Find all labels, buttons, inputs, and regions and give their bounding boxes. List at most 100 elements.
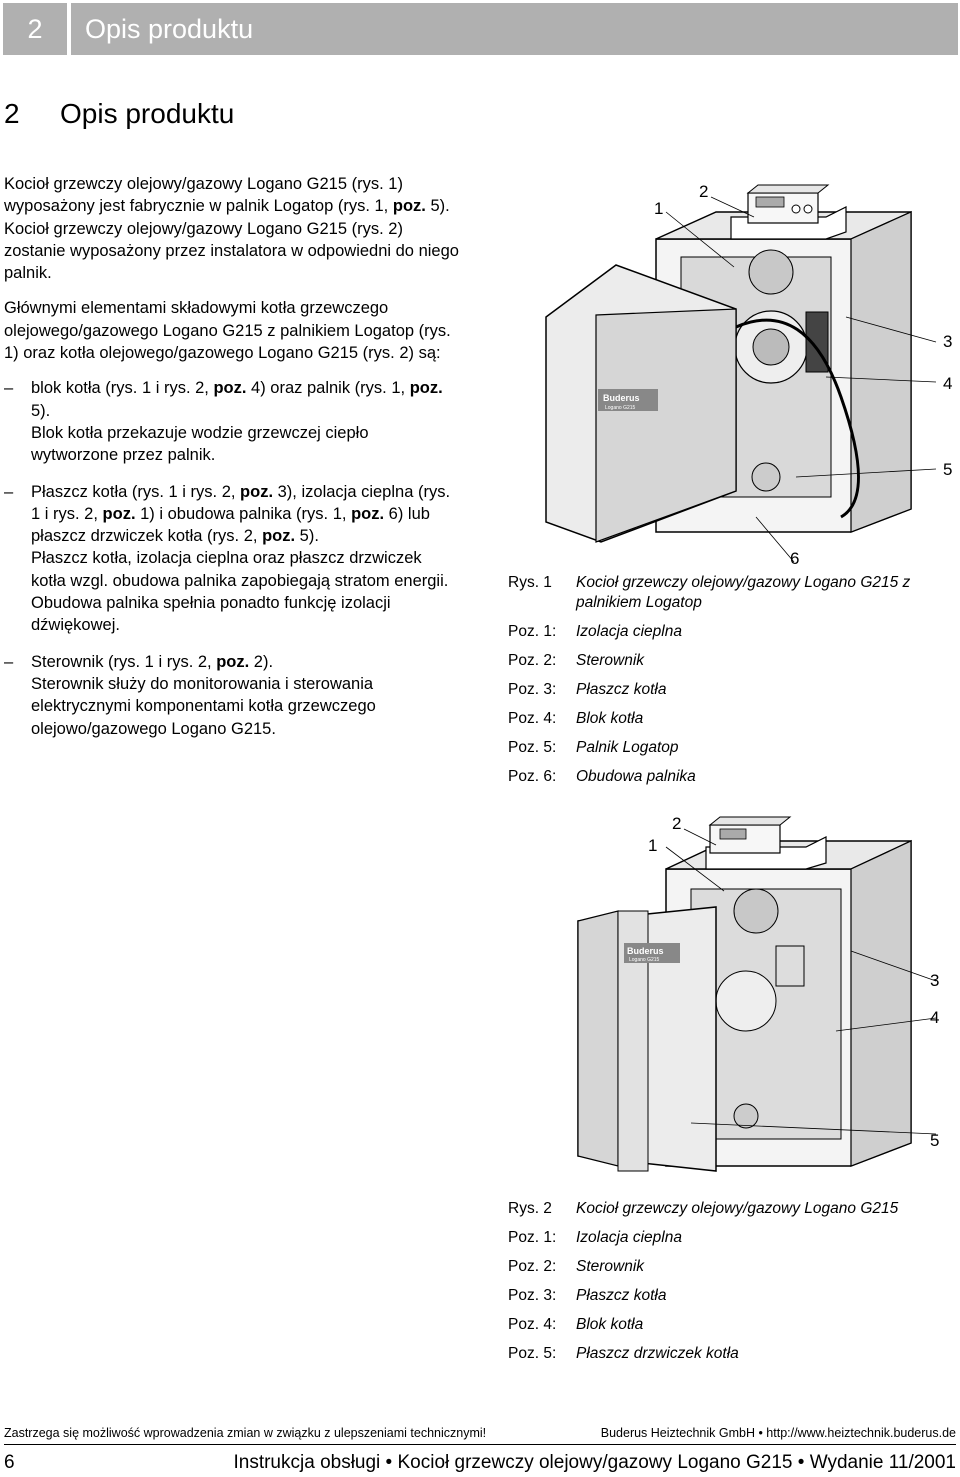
bullet-line: 5). [295,527,319,546]
figure1-label-1: 1 [654,199,664,218]
figure2-label-3: 3 [930,971,940,990]
caption-key: Poz. 4: [508,710,557,727]
caption-row: Poz. 4: Blok kotła [508,709,956,729]
bullet-description: Sterownik służy do monitorowania i stero… [31,674,376,738]
caption-key: Rys. 2 [508,1200,552,1217]
caption-key: Poz. 5: [508,739,557,756]
figure1-label-3: 3 [943,332,953,351]
intro-text: 5). [425,197,450,216]
figure1-label-2: 2 [699,182,709,201]
bullet-line: 1) i obudowa palnika (rys. 1, [135,504,352,523]
figure-boiler-with-burner: Buderus Logano G215 1 2 3 4 5 6 [505,176,960,572]
caption-row: Poz. 4: Blok kotła [508,1315,956,1335]
caption-value: Płaszcz kotła [576,1287,667,1304]
caption-value: Palnik Logatop [576,739,679,756]
caption-value: Izolacja cieplna [576,1229,682,1246]
bullet-line: 4) oraz palnik (rys. 1, [246,379,410,398]
caption-key: Rys. 1 [508,574,552,591]
caption-key: Poz. 6: [508,768,557,785]
boiler-with-burner-illustration: Buderus Logano G215 [545,184,937,563]
section-heading: 2 Opis produktu [4,98,234,130]
figure2-label-1: 1 [648,836,658,855]
bullet-text: blok kotła (rys. 1 i rys. 2, poz. 4) ora… [31,377,460,466]
caption-value: Sterownik [576,652,645,669]
caption-key: Poz. 3: [508,1287,557,1304]
footer-note: Zastrzega się możliwość wprowadzenia zmi… [4,1426,487,1440]
caption-row: Poz. 2: Sterownik [508,1257,956,1277]
poz-label: poz. [240,482,274,501]
footer-company: Buderus Heiztechnik GmbH • http://www.he… [600,1426,956,1440]
intro-paragraph-1: Kocioł grzewczy olejowy/gazowy Logano G2… [4,173,460,284]
figure1-label-6: 6 [790,549,800,568]
caption-row: Poz. 2: Sterownik [508,651,956,671]
body-text: Kocioł grzewczy olejowy/gazowy Logano G2… [4,173,460,754]
footer-document-title: Instrukcja obsługi • Kocioł grzewczy ole… [233,1452,956,1473]
figure-boiler-without-burner: Buderus Logano G215 1 2 3 4 5 [505,810,960,1197]
poz-label: poz. [216,652,250,671]
caption-row: Poz. 5: Palnik Logatop [508,738,956,758]
figure1-caption: Rys. 1 Kocioł grzewczy olejowy/gazowy Log… [508,573,956,787]
caption-key: Poz. 2: [508,1258,557,1275]
caption-value: Płaszcz drzwiczek kotła [576,1345,739,1362]
bullet-text: Sterownik (rys. 1 i rys. 2, poz. 2). Ster… [31,651,460,740]
caption-row: Poz. 3: Płaszcz kotła [508,1286,956,1306]
caption-value: Płaszcz kotła [576,681,667,698]
footer-divider [4,1444,956,1445]
poz-label: poz. [102,504,136,523]
caption-key: Poz. 4: [508,1316,557,1333]
figure1-label-4: 4 [943,374,953,393]
bullet-dash: – [4,482,14,501]
caption-row: Poz. 3: Płaszcz kotła [508,680,956,700]
chapter-header: 2 Opis produktu [3,3,958,55]
figure2-label-5: 5 [930,1131,940,1150]
caption-value: Kocioł grzewczy olejowy/gazowy Logano G2… [576,574,911,611]
bullet-dash: – [4,652,14,671]
poz-label: poz. [409,379,443,398]
bullet-item-controller: – Sterownik (rys. 1 i rys. 2, poz. 2).St… [4,651,460,740]
chapter-number: 2 [3,3,67,55]
caption-value: Sterownik [576,1258,645,1275]
bullet-item-boiler-block: – blok kotła (rys. 1 i rys. 2, poz. 4) o… [4,377,460,466]
section-number: 2 [4,98,20,129]
caption-key: Poz. 5: [508,1345,557,1362]
bullet-dash: – [4,379,14,398]
intro-text: Kocioł grzewczy olejowy/gazowy Logano G2… [4,219,459,283]
chapter-title: Opis produktu [71,3,958,55]
bullet-item-casing: – Płaszcz kotła (rys. 1 i rys. 2, poz. 3… [4,481,460,637]
bullet-line: 3), izolacja cieplna (rys. 1 i rys. 2, [31,482,451,523]
intro-paragraph-2: Głównymi elementami składowymi kotła grz… [4,299,451,363]
bullet-line: blok kotła (rys. 1 i rys. 2, [31,379,214,398]
bullet-line: Płaszcz kotła (rys. 1 i rys. 2, [31,482,241,501]
caption-row: Poz. 1: Izolacja cieplna [508,622,956,642]
page-number: 6 [4,1452,15,1473]
bullet-line: Sterownik (rys. 1 i rys. 2, [31,652,217,671]
bullet-line: 6) lub płaszcz drzwiczek kotła (rys. 2, [31,504,430,546]
section-title: Opis produktu [60,98,235,129]
bullet-description: Blok kotła przekazuje wodzie grzewczej c… [31,423,369,465]
bullet-text: Płaszcz kotła (rys. 1 i rys. 2, poz. 3),… [31,481,460,637]
caption-value: Blok kotła [576,1316,644,1333]
model-logo-text: Logano G215 [629,957,660,963]
figure1-label-5: 5 [943,460,953,479]
figure2-label-2: 2 [672,814,682,833]
caption-key: Poz. 1: [508,623,557,640]
caption-value: Blok kotła [576,710,644,727]
caption-row: Poz. 6: Obudowa palnika [508,767,956,787]
caption-key: Poz. 3: [508,681,557,698]
poz-label: poz. [351,504,385,523]
bullet-line: 2). [249,652,274,671]
caption-row: Poz. 1: Izolacja cieplna [508,1228,956,1248]
caption-key: Poz. 1: [508,1229,557,1246]
poz-label: poz. [213,379,247,398]
caption-value: Kocioł grzewczy olejowy/gazowy Logano G2… [576,1200,899,1217]
figure2-caption: Rys. 2 Kocioł grzewczy olejowy/gazowy Log… [508,1199,956,1364]
figure2-label-4: 4 [930,1008,940,1027]
caption-row: Rys. 2 Kocioł grzewczy olejowy/gazowy Log… [508,1199,956,1219]
bullet-line: 5). [31,401,51,420]
brand-logo-text: Buderus [627,946,664,956]
caption-key: Poz. 2: [508,652,557,669]
boiler-without-burner-illustration: Buderus Logano G215 [577,816,937,1172]
model-logo-text: Logano G215 [605,405,636,411]
caption-value: Obudowa palnika [576,768,696,785]
caption-value: Izolacja cieplna [576,623,682,640]
